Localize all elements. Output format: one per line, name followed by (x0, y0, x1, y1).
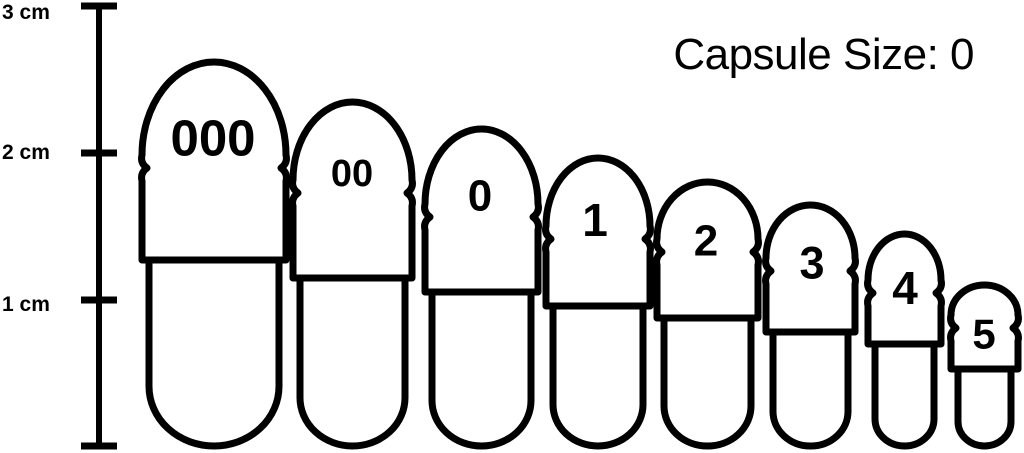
capsule-body (660, 310, 755, 450)
capsule-1: 1 (542, 154, 654, 450)
capsule-label: 2 (694, 217, 718, 266)
capsule-label: 000 (170, 110, 255, 167)
capsule-body (769, 324, 852, 450)
capsule-body (428, 284, 535, 450)
capsule-label: 3 (799, 238, 824, 289)
capsule-cap (762, 201, 859, 336)
ruler-label-2cm: 2 cm (2, 141, 50, 164)
capsule-4: 4 (864, 230, 945, 450)
capsule-body (954, 361, 1015, 450)
diagram-title: Capsule Size: 0 (673, 30, 974, 79)
capsule-cap (289, 98, 416, 282)
capsule-body (296, 270, 409, 450)
capsule-body (549, 298, 647, 450)
capsule-cap (138, 58, 290, 264)
capsule-2: 2 (653, 178, 762, 450)
capsule-000: 000 (138, 58, 290, 450)
capsule-3: 3 (762, 201, 859, 450)
capsule-label: 5 (972, 311, 995, 358)
capsule-cap (542, 154, 654, 310)
capsule-cap (947, 281, 1022, 373)
capsule-label: 4 (892, 262, 918, 314)
capsule-cap (421, 125, 542, 296)
ruler-label-1cm: 1 cm (2, 293, 50, 316)
capsule-0: 0 (421, 125, 542, 450)
capsule-cap (864, 230, 945, 348)
capsule-label: 1 (582, 194, 608, 246)
capsule-body (145, 252, 283, 450)
capsule-label: 0 (468, 172, 492, 221)
capsule-label: 00 (331, 153, 373, 195)
ruler-label-3cm: 3 cm (2, 1, 50, 24)
capsule-5: 5 (947, 281, 1022, 450)
capsule-body (871, 336, 938, 450)
capsule-cap (653, 178, 762, 322)
capsule-00: 00 (289, 98, 416, 450)
